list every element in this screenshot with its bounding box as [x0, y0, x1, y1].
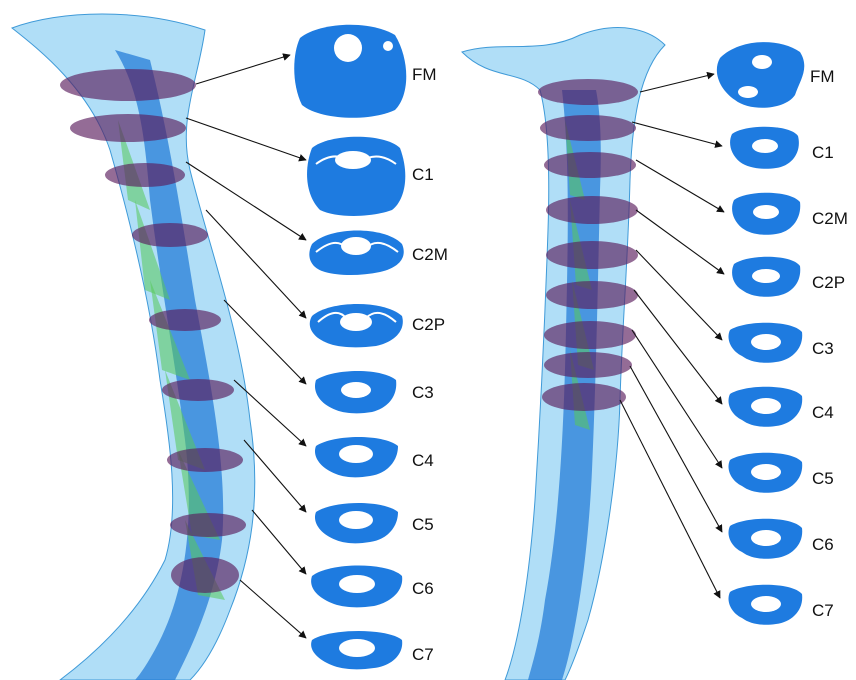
- left-label-c6: C6: [412, 579, 434, 598]
- right-arrow-c4: [634, 290, 722, 404]
- right-section-c6: [729, 519, 803, 559]
- left-section-c3: [315, 371, 396, 413]
- right-section-c3: [729, 323, 803, 363]
- right-arrow-c1: [632, 122, 722, 146]
- left-label-fm: FM: [412, 65, 437, 84]
- right-label-fm: FM: [810, 67, 835, 86]
- left-section-c4: [315, 437, 398, 477]
- left-section-fm: [294, 25, 406, 118]
- left-3d-model: [12, 14, 255, 680]
- right-level-labels: FM C1 C2M C2P C3 C4 C5 C6 C7: [810, 67, 848, 620]
- left-section-c2m: [309, 231, 403, 276]
- left-label-c2p: C2P: [412, 315, 445, 334]
- left-label-c7: C7: [412, 645, 434, 664]
- right-arrow-c6: [630, 366, 722, 532]
- right-3d-model: [462, 28, 665, 680]
- right-section-c2p: [732, 257, 800, 297]
- left-section-c7: [311, 631, 402, 669]
- right-label-c1: C1: [812, 143, 834, 162]
- right-label-c5: C5: [812, 469, 834, 488]
- left-section-c2p: [310, 304, 403, 347]
- right-label-c4: C4: [812, 403, 834, 422]
- left-section-c5: [315, 503, 398, 543]
- right-section-c1: [730, 127, 799, 169]
- left-level-labels: FM C1 C2M C2P C3 C4 C5 C6 C7: [412, 65, 448, 664]
- right-arrow-c5: [632, 330, 722, 468]
- left-label-c1: C1: [412, 165, 434, 184]
- left-arrow-c1: [186, 118, 306, 160]
- left-label-c5: C5: [412, 515, 434, 534]
- left-arrow-c6: [252, 510, 306, 574]
- left-arrow-fm: [196, 55, 290, 84]
- left-section-c6: [311, 566, 402, 608]
- right-section-c5: [729, 453, 803, 493]
- left-label-c2m: C2M: [412, 245, 448, 264]
- right-arrow-fm: [640, 74, 714, 92]
- right-label-c2m: C2M: [812, 209, 848, 228]
- right-label-c6: C6: [812, 535, 834, 554]
- right-label-c3: C3: [812, 339, 834, 358]
- right-label-c7: C7: [812, 601, 834, 620]
- left-section-c1: [307, 137, 405, 216]
- left-cross-sections: [294, 25, 406, 670]
- right-arrows: [620, 74, 724, 598]
- right-arrow-c7: [620, 400, 720, 598]
- left-label-c4: C4: [412, 451, 434, 470]
- right-section-fm: [717, 42, 804, 108]
- right-section-c7: [729, 585, 803, 625]
- left-arrow-c7: [240, 580, 306, 638]
- right-section-c2m: [732, 193, 800, 235]
- right-section-c4: [729, 387, 803, 427]
- right-arrow-c2m: [636, 160, 724, 212]
- right-cross-sections: [717, 42, 804, 625]
- left-label-c3: C3: [412, 383, 434, 402]
- right-label-c2p: C2P: [812, 273, 845, 292]
